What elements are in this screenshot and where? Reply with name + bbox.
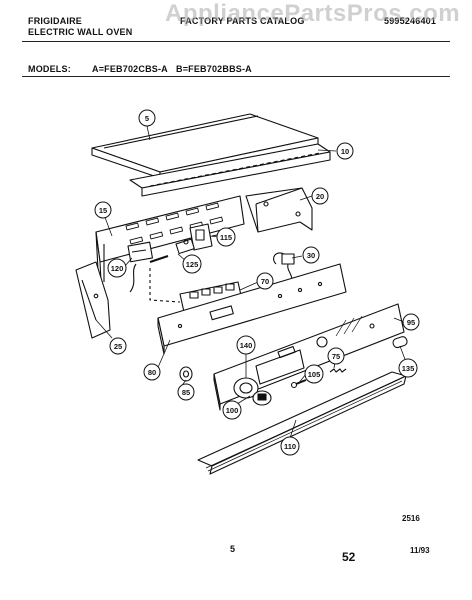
control-chassis-part bbox=[95, 195, 245, 301]
header-rule-top bbox=[22, 41, 450, 42]
callout-15: 15 bbox=[94, 201, 112, 219]
callout-15-label: 15 bbox=[99, 206, 107, 215]
callout-100: 100 bbox=[222, 400, 242, 420]
trim-strip-part bbox=[197, 371, 407, 475]
callout-140: 140 bbox=[236, 335, 256, 355]
callout-115: 115 bbox=[216, 227, 236, 247]
callout-120: 120 bbox=[107, 258, 127, 278]
callout-135: 135 bbox=[398, 358, 418, 378]
callout-80: 80 bbox=[143, 363, 161, 381]
knob-part bbox=[233, 377, 272, 406]
callout-135-label: 135 bbox=[402, 364, 415, 373]
model-b: B=FEB702BBS-A bbox=[176, 64, 252, 74]
callout-70: 70 bbox=[256, 272, 274, 290]
callout-110: 110 bbox=[280, 436, 300, 456]
right-bracket-part bbox=[245, 187, 313, 233]
callout-25: 25 bbox=[109, 337, 127, 355]
callout-125-label: 125 bbox=[186, 260, 199, 269]
catalog-title: FACTORY PARTS CATALOG bbox=[180, 16, 305, 26]
callout-10-label: 10 bbox=[341, 147, 349, 156]
front-panel-part bbox=[213, 303, 405, 411]
catalog-number: 5995246401 bbox=[384, 16, 437, 26]
models-label: MODELS: bbox=[28, 64, 71, 74]
callout-80-label: 80 bbox=[148, 368, 156, 377]
page-number: 52 bbox=[342, 550, 356, 564]
watermark: AppliancePartsPros.com bbox=[165, 0, 461, 27]
callout-30: 30 bbox=[302, 246, 320, 264]
callout-125: 125 bbox=[182, 254, 202, 274]
callout-75-label: 75 bbox=[332, 352, 340, 361]
relay-part bbox=[127, 241, 153, 293]
revision-date: 11/93 bbox=[410, 546, 430, 555]
callout-5-label: 5 bbox=[145, 114, 149, 123]
callout-105: 105 bbox=[304, 364, 324, 384]
brand-name: FRIGIDAIRE bbox=[28, 16, 83, 26]
callout-95-label: 95 bbox=[407, 318, 415, 327]
section-number: 5 bbox=[230, 544, 236, 554]
callout-115-label: 115 bbox=[220, 233, 232, 242]
callout-20-label: 20 bbox=[316, 192, 324, 201]
appliance-type: ELECTRIC WALL OVEN bbox=[28, 27, 133, 37]
callout-10: 10 bbox=[336, 142, 354, 160]
callout-110-label: 110 bbox=[284, 442, 296, 451]
callout-20: 20 bbox=[311, 187, 329, 205]
left-bracket-part bbox=[75, 261, 111, 339]
callout-85: 85 bbox=[177, 383, 195, 401]
rear-channel-part bbox=[129, 143, 331, 197]
thermostat-part bbox=[149, 238, 195, 263]
callout-95: 95 bbox=[402, 313, 420, 331]
callout-70-label: 70 bbox=[261, 277, 269, 286]
drawing-number: 2516 bbox=[402, 514, 420, 523]
callout-105-label: 105 bbox=[308, 370, 321, 379]
header-rule-bottom bbox=[22, 76, 450, 77]
callout-100-label: 100 bbox=[226, 406, 239, 415]
model-a: A=FEB702CBS-A bbox=[92, 64, 168, 74]
callout-5: 5 bbox=[138, 109, 156, 127]
screw-part bbox=[290, 379, 307, 389]
callout-75: 75 bbox=[327, 347, 345, 365]
small-knob-part bbox=[179, 366, 193, 382]
callout-85-label: 85 bbox=[182, 388, 190, 397]
spring-clip-part bbox=[329, 368, 347, 373]
rear-panel-part bbox=[157, 263, 347, 355]
callout-140-label: 140 bbox=[240, 341, 253, 350]
indicator-lamp-part bbox=[392, 336, 408, 349]
callout-120-label: 120 bbox=[111, 264, 124, 273]
callout-25-label: 25 bbox=[114, 342, 122, 351]
callout-30-label: 30 bbox=[307, 251, 315, 260]
